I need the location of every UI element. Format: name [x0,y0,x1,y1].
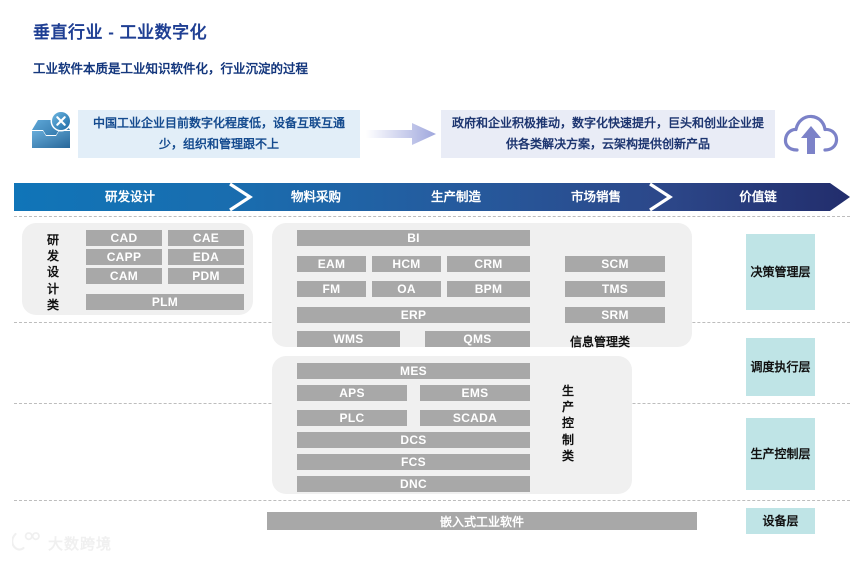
software-chip-eam[interactable]: EAM [297,256,366,272]
software-chip-erp[interactable]: ERP [297,307,530,323]
embedded-software-label: 嵌入式工业软件 [439,514,524,529]
software-chip-plc[interactable]: PLC [297,410,407,426]
software-chip-plm[interactable]: PLM [86,294,244,310]
value-chain-process-bar [14,182,850,212]
software-chip-qms[interactable]: QMS [425,331,530,347]
software-chip-srm[interactable]: SRM [565,307,665,323]
software-chip-bi[interactable]: BI [297,230,530,246]
software-chip-dcs[interactable]: DCS [297,432,530,448]
page-subtitle: 工业软件本质是工业知识软件化，行业沉淀的过程 [33,62,309,76]
architecture-layer-2[interactable]: 调度执行层 [746,338,815,396]
software-chip-cam[interactable]: CAM [86,268,162,284]
software-chip-dnc[interactable]: DNC [297,476,530,492]
embedded-software-bar: 嵌入式工业软件 [267,512,697,530]
statement-box-problem: 中国工业企业目前数字化程度低，设备互联互通少，组织和管理跟不上 [78,110,360,158]
watermark: 大数跨境 [11,531,113,556]
group-label-information-management: 信息管理类 [570,335,631,349]
software-chip-scm[interactable]: SCM [565,256,665,272]
separator-production-device [14,500,850,501]
software-chip-bpm[interactable]: BPM [447,281,530,297]
software-chip-hcm[interactable]: HCM [372,256,441,272]
page-title: 垂直行业 - 工业数字化 [33,23,208,42]
architecture-layer-4[interactable]: 设备层 [746,508,815,534]
group-label-rd-design: 研发设计类 [46,233,59,312]
software-chip-ems[interactable]: EMS [420,385,530,401]
architecture-layer-3[interactable]: 生产控制层 [746,418,815,490]
separator-top [14,216,850,217]
software-chip-fcs[interactable]: FCS [297,454,530,470]
software-chip-cad[interactable]: CAD [86,230,162,246]
watermark-text: 大数跨境 [48,536,113,553]
software-chip-crm[interactable]: CRM [447,256,530,272]
software-chip-scada[interactable]: SCADA [420,410,530,426]
right-arrow-icon [366,122,436,146]
brand-logo-icon [11,531,42,556]
statement-solution-text: 政府和企业积极推动，数字化快速提升，巨头和创业企业提供各类解决方案，云架构提供创… [451,116,764,151]
software-chip-cae[interactable]: CAE [168,230,244,246]
software-chip-oa[interactable]: OA [372,281,441,297]
software-chip-fm[interactable]: FM [297,281,366,297]
architecture-layer-1[interactable]: 决策管理层 [746,234,815,310]
software-chip-tms[interactable]: TMS [565,281,665,297]
software-chip-pdm[interactable]: PDM [168,268,244,284]
statement-box-solution: 政府和企业积极推动，数字化快速提升，巨头和创业企业提供各类解决方案，云架构提供创… [441,110,775,158]
software-chip-wms[interactable]: WMS [297,331,400,347]
statement-problem-text: 中国工业企业目前数字化程度低，设备互联互通少，组织和管理跟不上 [92,116,345,151]
software-chip-eda[interactable]: EDA [168,249,244,265]
inbox-error-icon [26,108,76,156]
software-chip-mes[interactable]: MES [297,363,530,379]
software-chip-capp[interactable]: CAPP [86,249,162,265]
group-label-production-control: 生产控制类 [561,384,574,463]
software-chip-aps[interactable]: APS [297,385,407,401]
cloud-upload-icon [782,108,840,160]
